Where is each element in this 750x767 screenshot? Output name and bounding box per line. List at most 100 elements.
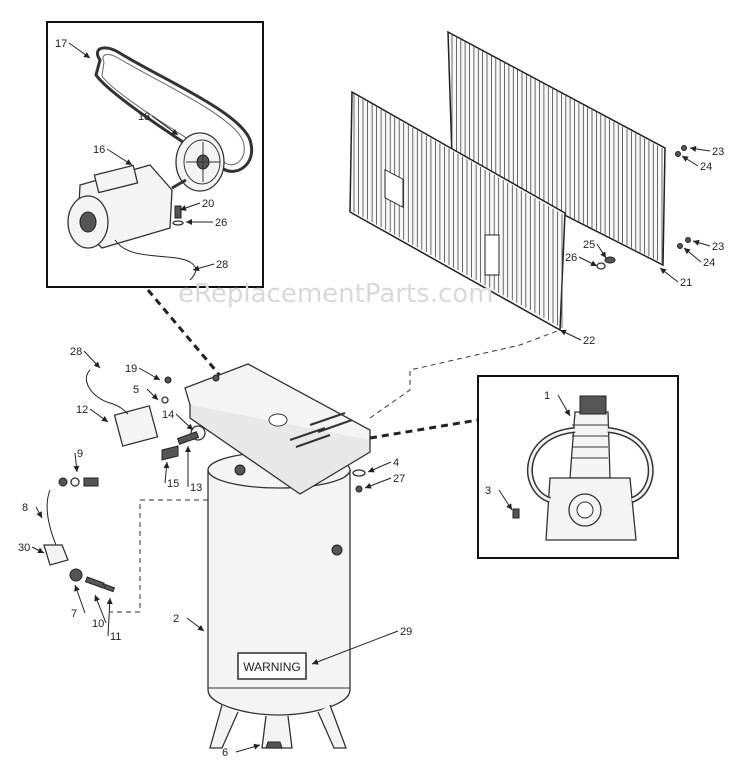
callout-c2: 2 (173, 613, 179, 625)
drain-valve-6 (265, 741, 283, 749)
hardware-25 (604, 256, 616, 264)
arrowhead-c29 (312, 659, 319, 665)
belt-guard-back (447, 30, 666, 267)
callout-c30: 30 (18, 542, 30, 554)
belt (94, 46, 254, 173)
callout-c19: 19 (125, 363, 137, 375)
hardware-23a (681, 145, 687, 151)
callout-c23a: 23 (712, 146, 724, 158)
arrowhead-c28a (193, 265, 200, 272)
bolt-3 (512, 508, 520, 519)
callout-c20: 20 (202, 198, 214, 210)
arrowhead-c11 (106, 598, 113, 605)
fitting-9b (70, 477, 80, 487)
arrowhead-c26a (186, 219, 192, 225)
guard-window (384, 168, 404, 209)
callout-c13: 13 (190, 482, 202, 494)
callout-c22: 22 (583, 335, 595, 347)
arrowhead-c24a (682, 156, 689, 162)
callout-c8: 8 (22, 502, 28, 514)
leader-c11 (107, 597, 111, 637)
callout-c14: 14 (162, 409, 174, 421)
callout-c15: 15 (167, 478, 179, 490)
pump-connector-line (369, 418, 479, 440)
callout-c3: 3 (485, 485, 491, 497)
callout-c27: 27 (393, 473, 405, 485)
arrowhead-c9 (73, 465, 80, 472)
guard-slot (484, 234, 500, 276)
arrowhead-c7 (74, 585, 80, 592)
callout-c26a: 26 (215, 217, 227, 229)
washer-5 (161, 396, 169, 404)
callout-c5: 5 (133, 384, 139, 396)
warning-text: WARNING (243, 660, 301, 674)
arrowhead-c30 (37, 547, 44, 553)
arrowhead-c22 (560, 329, 567, 336)
callout-c11: 11 (110, 631, 121, 643)
callout-c9: 9 (77, 448, 83, 460)
warning-decal (237, 652, 307, 680)
arrowhead-c14 (186, 423, 193, 430)
arrowhead-c5 (151, 393, 158, 400)
fitting-9c (83, 477, 99, 487)
callout-c24b: 24 (703, 257, 715, 269)
arrowhead-c23a (690, 145, 697, 152)
arrowhead-c12 (101, 416, 108, 422)
mounting-plate (184, 363, 371, 495)
pump (526, 395, 654, 541)
arrowhead-c25 (600, 251, 606, 258)
callout-c17: 17 (55, 38, 67, 50)
arrowhead-c2 (197, 624, 204, 631)
arrowhead-c3 (506, 503, 512, 510)
washer-4 (352, 469, 366, 477)
hardware-24b (677, 243, 683, 249)
callout-c26b: 26 (565, 252, 577, 264)
watermark: eReplacementParts.com (178, 279, 494, 309)
motor-shaft (171, 178, 187, 190)
fitting-15 (161, 445, 179, 461)
arrowhead-c21 (660, 268, 667, 275)
callout-c7: 7 (71, 608, 77, 620)
check-valve-30 (43, 544, 69, 566)
arrowhead-c17 (83, 52, 90, 58)
arrowhead-c4 (368, 466, 375, 473)
callout-c28a: 28 (216, 259, 228, 271)
arrowhead-c10 (94, 595, 100, 602)
leader-lines (31, 42, 711, 753)
arrowhead-c8 (36, 511, 42, 518)
washer-26 (172, 220, 184, 226)
arrowhead-c24b (684, 248, 691, 255)
hardware-23b (685, 237, 691, 243)
discharge-tube-8 (46, 489, 57, 546)
motor-capacitor (93, 164, 139, 194)
callout-c10: 10 (92, 618, 104, 630)
callout-c25: 25 (583, 239, 595, 251)
power-cord-28 (85, 369, 129, 415)
belt-guard-front (349, 90, 566, 332)
arrowhead-c16 (125, 159, 132, 165)
arrowhead-c27 (365, 483, 372, 489)
callout-c12: 12 (76, 404, 88, 416)
callout-c21: 21 (680, 277, 692, 289)
arrowhead-c26b (590, 260, 597, 266)
pressure-switch (113, 405, 159, 447)
fitting-9a (58, 477, 68, 487)
nipple-10 (84, 576, 105, 589)
arrowhead-c1 (564, 409, 570, 416)
tube-13 (176, 431, 200, 445)
motor-endbell-center (79, 211, 97, 233)
leader-c29 (311, 630, 399, 665)
nut-27 (355, 485, 363, 493)
callout-c6: 6 (222, 747, 228, 759)
motor-cord (114, 239, 197, 281)
valve-connector-line (110, 499, 208, 613)
arrowhead-c6 (253, 743, 260, 750)
hardware-24a (675, 151, 681, 157)
nut-19 (164, 376, 172, 384)
callout-c1: 1 (544, 390, 550, 402)
motor-inset-box (46, 21, 264, 288)
arrowhead-c19 (153, 374, 160, 380)
callout-c16: 16 (93, 144, 105, 156)
fitting-7 (69, 568, 83, 582)
